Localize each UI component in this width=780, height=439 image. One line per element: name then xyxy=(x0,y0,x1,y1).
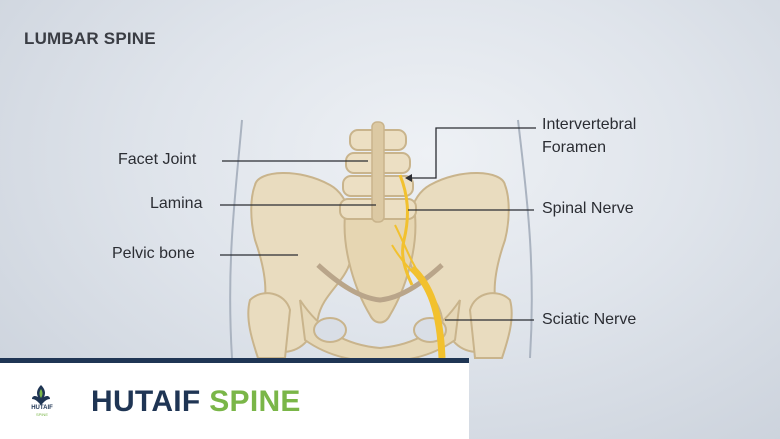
label-intervertebral-foramen-1: Intervertebral xyxy=(542,116,637,133)
spinal-nerve xyxy=(398,174,414,286)
body-outline-right xyxy=(517,119,533,359)
brand-word-1: HUTAIF xyxy=(91,385,201,418)
vertebrae xyxy=(339,121,417,223)
body-outline-left xyxy=(229,119,243,359)
logo-text: HUTAIF xyxy=(31,405,53,411)
sciatic-nerve xyxy=(409,265,446,359)
label-facet-joint: Facet Joint xyxy=(118,151,197,168)
brand-panel xyxy=(0,363,469,439)
label-lamina: Lamina xyxy=(150,195,203,212)
brand-word-2: SPINE xyxy=(209,385,301,418)
diagram-title: LUMBAR SPINE xyxy=(24,29,156,48)
logo-subtext: SPINE xyxy=(35,412,48,417)
label-pelvic-bone: Pelvic bone xyxy=(112,245,195,262)
femur-left xyxy=(247,292,292,359)
spinous-process xyxy=(371,121,385,223)
brand-bar xyxy=(0,358,469,363)
femur-right xyxy=(468,292,513,359)
brand-name: HUTAIF SPINE xyxy=(91,385,301,419)
obturator-left xyxy=(313,317,347,343)
label-spinal-nerve: Spinal Nerve xyxy=(542,200,634,217)
label-intervertebral-foramen-2: Foramen xyxy=(542,139,607,156)
hutaif-logo-icon xyxy=(32,385,50,405)
arrowhead-icon xyxy=(405,174,412,182)
label-sciatic-nerve: Sciatic Nerve xyxy=(542,311,637,328)
leader-intervertebral-foramen xyxy=(410,127,536,179)
